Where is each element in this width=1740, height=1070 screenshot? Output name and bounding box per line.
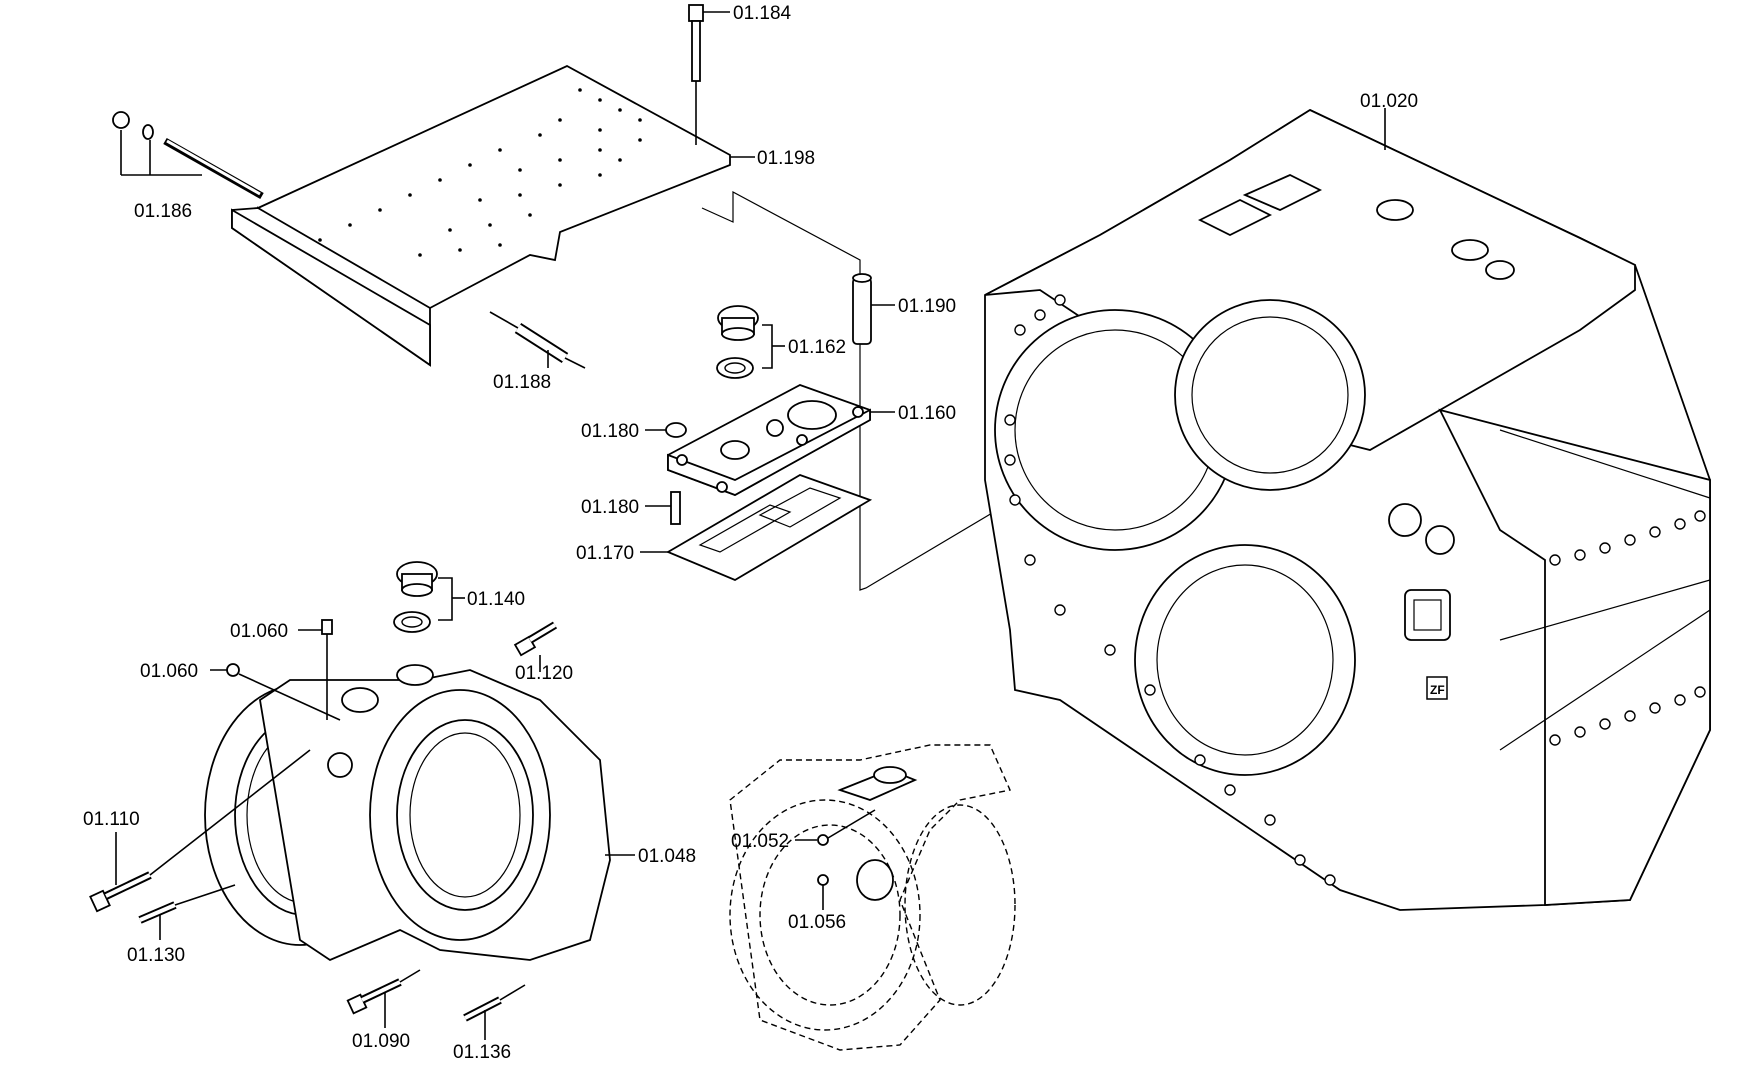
pin-01-188 — [489, 311, 586, 369]
callout-01-160: 01.160 — [898, 403, 956, 424]
callout-01-090: 01.090 — [352, 1031, 410, 1052]
callout-01-198: 01.198 — [757, 148, 815, 169]
svg-text:ZF: ZF — [1430, 683, 1445, 697]
callout-01-162: 01.162 — [788, 337, 846, 358]
cover-01-160 — [667, 384, 895, 496]
callout-01-136: 01.136 — [453, 1042, 511, 1063]
gasket-01-170 — [640, 474, 873, 582]
callout-01-060-stud: 01.060 — [230, 621, 288, 642]
sleeve-01-190 — [852, 273, 895, 345]
callout-01-190: 01.190 — [898, 296, 956, 317]
callout-01-130: 01.130 — [127, 945, 185, 966]
stud-01-180 — [645, 491, 681, 525]
callout-01-188: 01.188 — [493, 372, 551, 393]
nut-01-180 — [645, 422, 687, 438]
callout-01-184: 01.184 — [733, 3, 792, 24]
callout-01-110: 01.110 — [83, 809, 140, 830]
main-housing — [984, 108, 1711, 911]
callout-01-170: 01.170 — [576, 543, 634, 564]
callout-01-180-stud: 01.180 — [581, 497, 639, 518]
pin-01-130 — [138, 884, 236, 940]
zf-logo-icon: ZF — [1426, 676, 1448, 700]
plug-01-140 — [393, 561, 465, 633]
stud-01-060 — [298, 619, 333, 720]
pin-01-136 — [463, 984, 526, 1040]
cover-plate — [231, 64, 731, 367]
callout-01-120: 01.120 — [515, 663, 573, 684]
nut-01-060 — [210, 663, 341, 721]
callout-labels: 01.184 01.198 01.186 01.188 01.190 01.16… — [83, 3, 1418, 1063]
detail-view — [729, 744, 1016, 1051]
callout-01-060-nut: 01.060 — [140, 661, 198, 682]
callout-01-020: 01.020 — [1360, 91, 1418, 112]
bell-housing — [204, 664, 635, 962]
bolt-01-186 — [112, 111, 264, 200]
cap-01-162 — [716, 305, 785, 379]
bolt-01-184 — [688, 4, 730, 145]
callout-01-180-nut: 01.180 — [581, 421, 639, 442]
bolt-01-090 — [346, 969, 421, 1028]
callout-01-052: 01.052 — [731, 831, 789, 852]
bolt-01-110 — [89, 749, 311, 913]
bolt-01-120 — [513, 621, 558, 672]
callout-01-048: 01.048 — [638, 846, 696, 867]
callout-01-186: 01.186 — [134, 201, 192, 222]
callout-01-056: 01.056 — [788, 912, 846, 933]
callout-01-140: 01.140 — [467, 589, 525, 610]
